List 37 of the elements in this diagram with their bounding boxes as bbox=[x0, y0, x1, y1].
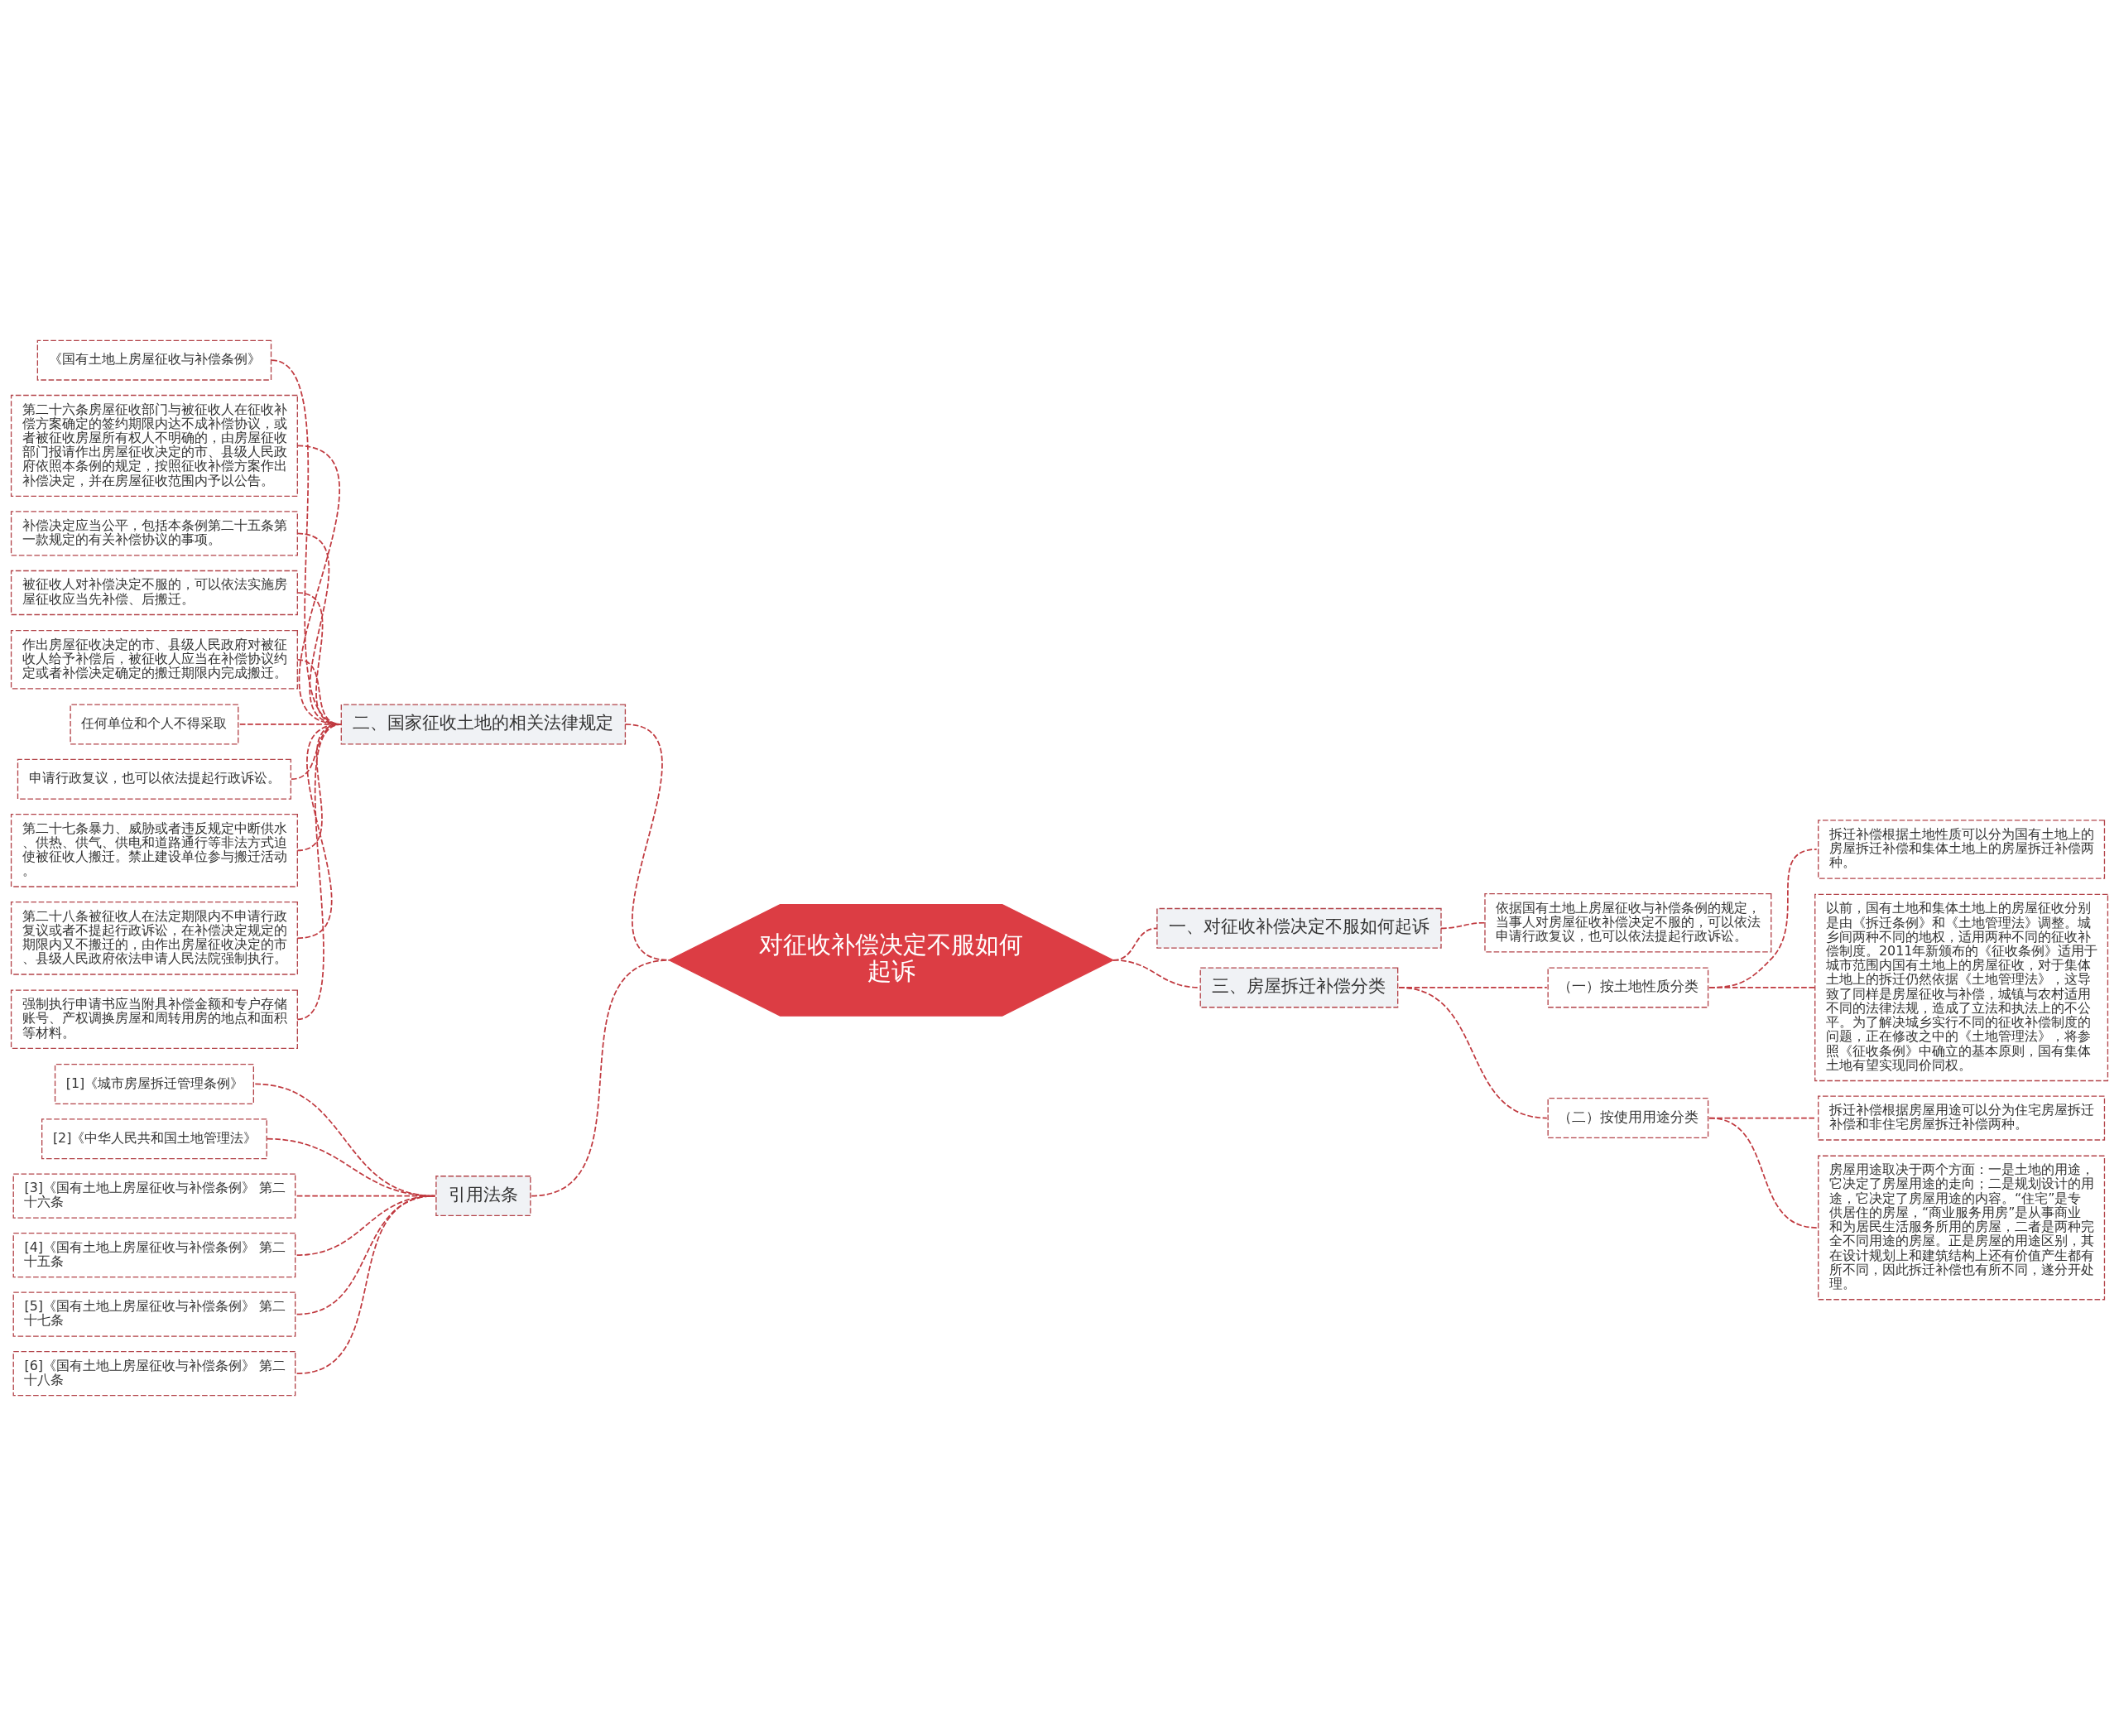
connector bbox=[1112, 959, 1200, 988]
node-box: [6]《国有土地上房屋征收与补偿条例》 第二十八条 bbox=[12, 1351, 296, 1397]
node-box: 《国有土地上房屋征收与补偿条例》 bbox=[36, 339, 272, 381]
node-box: （一）按土地性质分类 bbox=[1547, 967, 1709, 1008]
node-box: 引用法条 bbox=[435, 1176, 531, 1217]
node-box: 一、对征收补偿决定不服如何起诉 bbox=[1156, 907, 1442, 949]
node-box: 拆迁补偿根据房屋用途可以分为住宅房屋拆迁补偿和非住宅房屋拆迁补偿两种。 bbox=[1818, 1095, 2106, 1141]
node-box: 被征收人对补偿决定不服的，可以依法实施房屋征收应当先补偿、后搬迁。 bbox=[10, 570, 298, 616]
connector bbox=[1440, 921, 1486, 930]
node-box: 房屋用途取决于两个方面：一是土地的用途，它决定了房屋用途的走向；二是规划设计的用途，它决定了房屋用途的内容。“住宅”是专供居住的房屋，“商业服务用房”是从事商业和为居民生活服务所用的房屋，二者是两种完全不同用途的房屋。正是房屋的用途区别，其在设计规划上和建筑结构上还有价值产生都有所不同，因此拆迁补偿也有所不同，遂分开处理。 bbox=[1818, 1155, 2106, 1301]
node-box: [2]《中华人民共和国土地管理法》 bbox=[41, 1118, 267, 1160]
node-box: 第二十八条被征收人在法定期限内不申请行政复议或者不提起行政诉讼，在补偿决定规定的期限内又不搬迁的，由作出房屋征收决定的市、县级人民政府依法申请人民法院强制执行。 bbox=[10, 901, 298, 975]
node-box: 以前，国有土地和集体土地上的房屋征收分别是由《拆迁条例》和《土地管理法》调整。城乡间两种不同的地权，适用两种不同的征收补偿制度。2011年新颁布的《征收条例》适用于城市范围内国有土地上的房屋征收，对于集体土地上的拆迁仍然依据《土地管理法》，这导致了同样是房屋征收与补偿，城镇与农村适用不同的法律法规，造成了立法和执法上的不公平。为了解决城乡实行不同的征收补偿制度的问题，正在修改之中的《土地管理法》，将参照《征收条例》中确立的基本原则，国有集体土地有望实现同价同权。 bbox=[1814, 893, 2109, 1082]
node-box: 第二十七条暴力、威胁或者违反规定中断供水、供热、供气、供电和道路通行等非法方式迫使被征收人搬迁。禁止建设单位参与搬迁活动。 bbox=[10, 813, 298, 887]
connector bbox=[531, 959, 670, 1197]
node-box: 第二十六条房屋征收部门与被征收人在征收补偿方案确定的签约期限内达不成补偿协议，或者被征收房屋所有权人不明确的，由房屋征收部门报请作出房屋征收决定的市、县级人民政府依照本条例的规定，按照征收补偿方案作出补偿决定，并在房屋征收范围内予以公告。 bbox=[10, 394, 298, 498]
connector bbox=[1708, 849, 1818, 988]
node-box: 拆迁补偿根据土地性质可以分为国有土地上的房屋拆迁补偿和集体土地上的房屋拆迁补偿两种。 bbox=[1818, 820, 2106, 879]
node-box: [1]《城市房屋拆迁管理条例》 bbox=[54, 1063, 254, 1104]
node-box: 任何单位和个人不得采取 bbox=[70, 704, 239, 745]
node-box: （二）按使用用途分类 bbox=[1547, 1098, 1709, 1139]
node-box: 三、房屋拆迁补偿分类 bbox=[1199, 967, 1399, 1008]
connector bbox=[1708, 987, 1816, 988]
node-box: [5]《国有土地上房屋征收与补偿条例》 第二十七条 bbox=[12, 1291, 296, 1337]
node-box: 作出房屋征收决定的市、县级人民政府对被征收人给予补偿后，被征收人应当在补偿协议约定或者补偿决定确定的搬迁期限内完成搬迁。 bbox=[10, 630, 298, 690]
connector bbox=[296, 1195, 436, 1375]
node-box: 二、国家征收土地的相关法律规定 bbox=[340, 704, 627, 745]
node-box: 补偿决定应当公平，包括本条例第二十五条第一款规定的有关补偿协议的事项。 bbox=[10, 511, 298, 556]
connector bbox=[271, 359, 343, 725]
node-box: 强制执行申请书应当附具补偿金额和专户存储账号、产权调换房屋和周转用房的地点和面积等材料。 bbox=[10, 989, 298, 1050]
node-box: 依据国有土地上房屋征收与补偿条例的规定，当事人对房屋征收补偿决定不服的，可以依法申请行政复议，也可以依法提起行政诉讼。 bbox=[1484, 892, 1772, 953]
connector bbox=[1398, 987, 1548, 1119]
node-box: [4]《国有土地上房屋征收与补偿条例》 第二十五条 bbox=[12, 1233, 296, 1278]
connector bbox=[296, 445, 343, 725]
connector bbox=[1708, 1117, 1818, 1229]
node-box: 申请行政复议，也可以依法提起行政诉讼。 bbox=[17, 758, 292, 800]
node-box: [3]《国有土地上房屋征收与补偿条例》 第二十六条 bbox=[12, 1173, 296, 1219]
